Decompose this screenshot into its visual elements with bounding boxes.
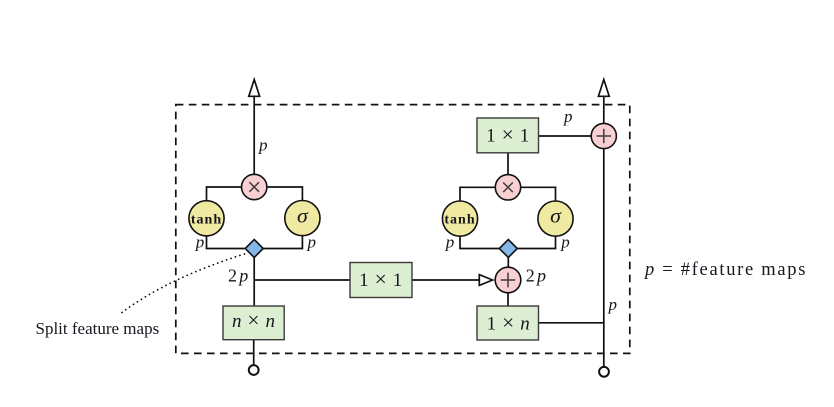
svg-text:2p: 2p <box>228 265 250 285</box>
svg-text:1 × 1: 1 × 1 <box>486 123 530 147</box>
svg-text:1 × n: 1 × n <box>487 310 531 334</box>
svg-text:2p: 2p <box>526 265 548 285</box>
svg-text:p: p <box>258 135 268 154</box>
svg-text:σ: σ <box>550 206 562 228</box>
svg-text:p: p <box>307 233 317 252</box>
svg-text:tanh: tanh <box>444 213 475 228</box>
svg-text:p: p <box>560 233 570 252</box>
svg-text:n × n: n × n <box>232 308 276 332</box>
svg-text:p: p <box>563 107 573 126</box>
svg-text:p: p <box>445 233 455 252</box>
svg-text:p: p <box>195 233 205 252</box>
svg-text:Split feature maps: Split feature maps <box>36 319 160 338</box>
svg-text:tanh: tanh <box>191 212 222 227</box>
svg-text:σ: σ <box>297 205 309 227</box>
svg-text:p = #feature maps: p = #feature maps <box>643 260 807 280</box>
svg-text:1 × 1: 1 × 1 <box>359 267 403 291</box>
svg-text:p: p <box>608 295 618 314</box>
